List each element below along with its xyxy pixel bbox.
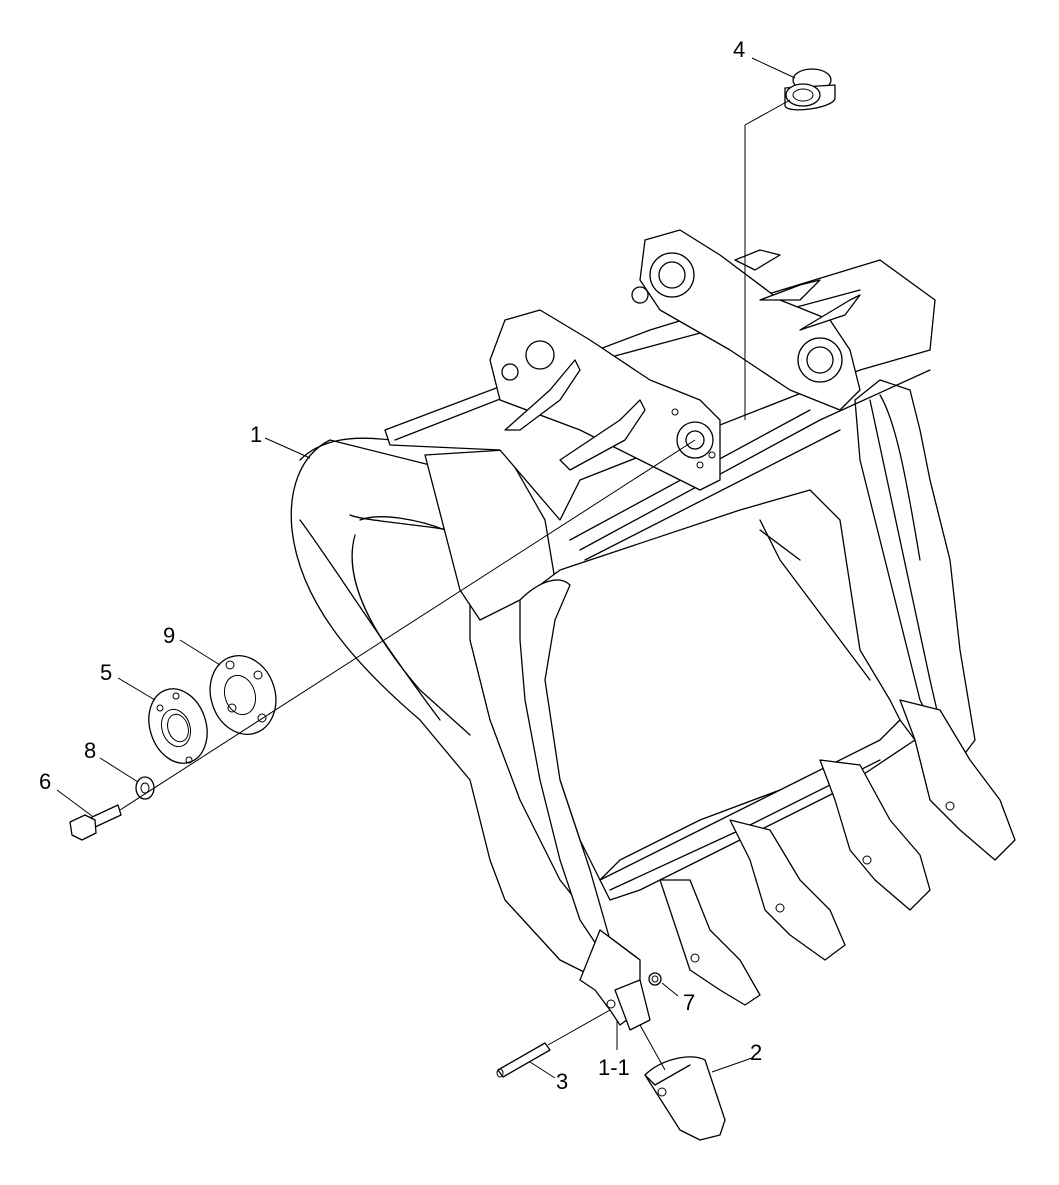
bucket-teeth bbox=[579, 699, 1016, 1031]
shim-part-9 bbox=[209, 655, 277, 735]
bolt-part-6 bbox=[69, 804, 122, 841]
callout-8: 8 bbox=[84, 738, 96, 763]
tooth-part-2 bbox=[644, 1056, 726, 1141]
lock-part-7 bbox=[648, 972, 662, 986]
callout-3: 3 bbox=[556, 1069, 568, 1094]
callout-1: 1 bbox=[250, 422, 262, 447]
callout-4: 4 bbox=[733, 37, 745, 62]
callout-1-1: 1-1 bbox=[598, 1055, 630, 1080]
pin-part-3 bbox=[496, 1042, 551, 1078]
callout-7: 7 bbox=[683, 990, 695, 1015]
leader-lines bbox=[56, 57, 796, 1079]
bushing-part-4 bbox=[784, 68, 836, 111]
washer-part-8 bbox=[135, 776, 155, 800]
callouts: 1 1-1 2 3 4 5 6 7 8 9 bbox=[39, 37, 762, 1094]
callout-5: 5 bbox=[100, 660, 112, 685]
callout-9: 9 bbox=[163, 623, 175, 648]
boss-part-5 bbox=[148, 688, 208, 764]
callout-2: 2 bbox=[750, 1040, 762, 1065]
callout-6: 6 bbox=[39, 769, 51, 794]
